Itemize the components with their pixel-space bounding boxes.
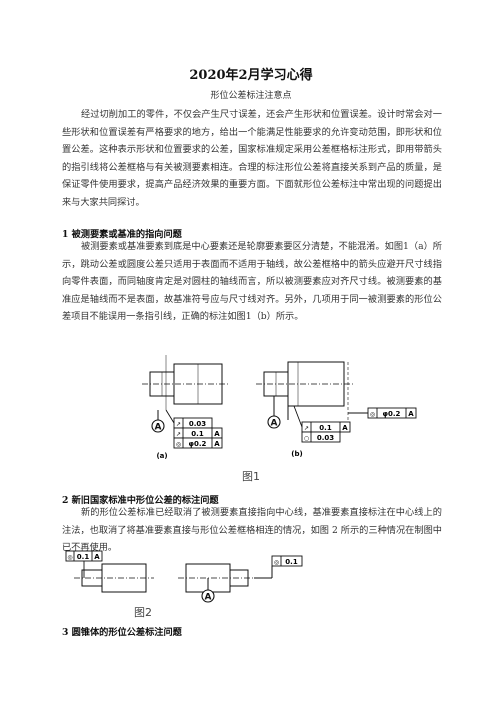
section2-paragraph: 新的形位公差标准已经取消了被测要素直接指向中心线，基准要素直接标注在中心线上的注… <box>62 507 442 554</box>
figure1-part-a <box>142 355 230 420</box>
figure2-frame1 <box>65 550 103 578</box>
section1-paragraph: 被测要素或基准要素到底是中心要素还是轮廓要素要区分清楚，不能混淆。如图1（a）所… <box>62 241 442 323</box>
frame-a1-symbol: ↗ <box>176 421 181 428</box>
frame-b3-value: φ0.2 <box>383 410 401 418</box>
frame-a3-value: φ0.2 <box>189 440 207 448</box>
tolerance-frames-b-left <box>293 405 351 443</box>
figure1-drawing: A ↗ 0.03 ↗ 0.1 A ◎ φ0.2 A (a) <box>142 355 417 460</box>
figure1-sublabel-b: (b) <box>291 450 302 458</box>
figure2-part-left <box>74 563 154 593</box>
figure2-frame2 <box>271 555 303 567</box>
intro-paragraph: 经过切削加工的零件，不仅会产生尺寸误差，还会产生形状和位置误差。设计时常会对一些… <box>62 109 442 208</box>
section2-heading: 2 新旧国家标准中形位公差的标注问题 <box>62 495 219 506</box>
frame-b3-symbol: ◎ <box>370 411 375 418</box>
figure1-part-b <box>256 361 354 430</box>
figure2-part-right <box>178 563 273 593</box>
tolerance-frame-b-right <box>348 407 417 419</box>
frame-b3-datum: A <box>408 410 414 418</box>
fig2-datum-letter: A <box>205 593 212 603</box>
frame-a2-symbol: ↗ <box>176 431 181 438</box>
tolerance-frames-a <box>165 409 223 449</box>
fig2-frame2-value: 0.1 <box>285 558 298 566</box>
frame-b1-symbol: ↗ <box>304 425 309 432</box>
doc-subtitle: 形位公差标注注意点 <box>210 91 292 101</box>
doc-title: 2020年2月学习心得 <box>189 68 313 83</box>
frame-b2-value: 0.03 <box>317 434 334 442</box>
frame-a3-datum: A <box>214 440 220 448</box>
frame-a2-value: 0.1 <box>191 430 204 438</box>
frame-a3-symbol: ◎ <box>176 441 181 448</box>
figure1-caption: 图1 <box>242 470 260 483</box>
fig2-frame1-symbol: ◎ <box>67 554 72 561</box>
section1-heading: 1 被测要素或基准的指向问题 <box>62 229 182 240</box>
frame-b1-datum: A <box>342 424 348 432</box>
frame-b2-symbol: ○ <box>304 435 309 442</box>
frame-a1-value: 0.03 <box>189 420 206 428</box>
datum-symbol-b: A <box>267 415 281 429</box>
datum-symbol-a: A <box>151 419 165 433</box>
fig2-frame1-value: 0.1 <box>77 553 90 561</box>
figure1-sublabel-a: (a) <box>156 452 167 460</box>
figure2-datum-symbol: A <box>201 589 215 603</box>
fig2-frame2-symbol: ◎ <box>274 559 279 566</box>
figure2-caption: 图2 <box>134 606 152 619</box>
section3-heading: 3 圆锥体的形位公差标注问题 <box>62 627 182 638</box>
frame-b1-value: 0.1 <box>319 424 332 432</box>
datum-letter-a: A <box>155 423 162 433</box>
fig2-frame1-datum: A <box>94 553 100 561</box>
figure2-drawing: ◎ 0.1 A ◎ 0.1 A <box>65 550 303 603</box>
frame-a2-datum: A <box>214 430 220 438</box>
datum-letter-b: A <box>271 419 278 429</box>
